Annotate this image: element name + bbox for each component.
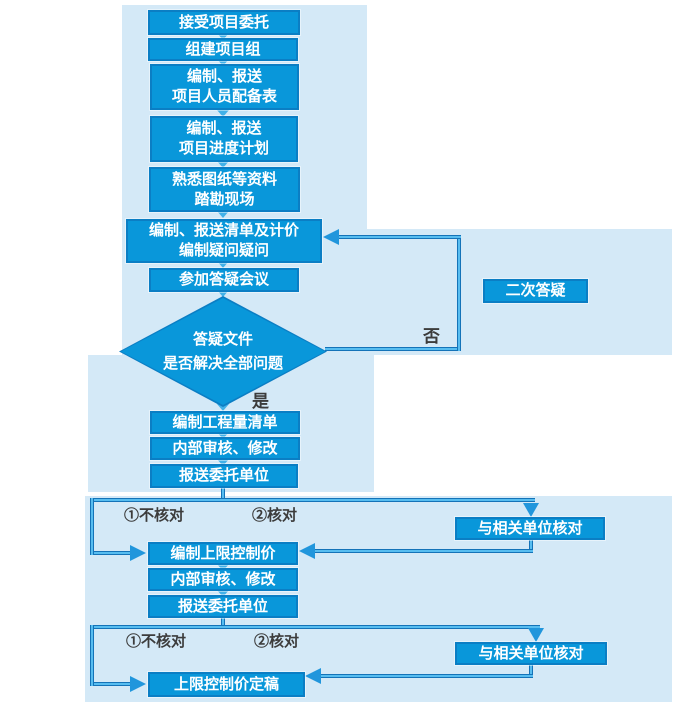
node-accept-commission: 接受项目委托 [148, 10, 300, 35]
branch1-left-vertical [90, 498, 94, 555]
arrow-down-icon [217, 33, 229, 40]
verify1-return-line [314, 549, 533, 553]
node-boq: 编制工程量清单 [150, 411, 300, 434]
node-schedule-plan: 编制、报送 项目进度计划 [150, 116, 298, 162]
arrow-down-icon [217, 459, 229, 466]
node-staffing-table: 编制、报送 项目人员配备表 [150, 64, 299, 110]
label-yes: 是 [252, 392, 269, 411]
arrow-down-icon [217, 110, 229, 117]
branch2-left-return-line [94, 682, 130, 686]
branch2-left-vertical [90, 625, 94, 686]
verify2-return-line [320, 674, 533, 678]
branch1-left-return-line [94, 551, 130, 555]
arrow-left-icon [299, 543, 315, 559]
node-internal-review-2: 内部审核、修改 [148, 568, 298, 591]
loop-no-bottom-line [325, 347, 461, 351]
arrow-left-icon [305, 668, 321, 684]
node-verify-related-2: 与相关单位核对 [455, 642, 607, 665]
node-prepare-checklist: 编制、报送清单及计价 编制疑问疑问 [126, 219, 322, 263]
decision-text: 答疑文件 是否解决全部问题 [121, 298, 325, 405]
arrow-down-icon [217, 404, 229, 411]
arrow-down-icon [528, 628, 544, 642]
node-second-qa: 二次答疑 [483, 279, 588, 303]
node-review-drawings: 熟悉图纸等资料 踏勘现场 [149, 167, 300, 212]
branch1-stub [221, 487, 225, 500]
arrow-down-icon [217, 161, 229, 168]
branch1-split-line [90, 498, 535, 502]
label-no: 否 [423, 327, 440, 346]
verify1-out-vertical [529, 540, 533, 553]
verify2-out-vertical [529, 665, 533, 678]
node-internal-review-1: 内部审核、修改 [150, 437, 300, 460]
branch2-stub [221, 618, 225, 627]
node-final-price: 上限控制价定稿 [148, 672, 305, 697]
node-ceiling-price: 编制上限控制价 [148, 542, 298, 565]
arrow-right-icon [130, 545, 146, 561]
arrow-down-icon [217, 432, 229, 439]
arrow-down-icon [217, 590, 229, 597]
loop-no-vertical-line [457, 236, 461, 351]
arrow-down-icon [217, 290, 229, 297]
branch2-split-line [90, 625, 540, 629]
arrow-down-icon [217, 261, 229, 268]
arrow-left-icon [323, 229, 339, 245]
node-form-team: 组建项目组 [148, 38, 298, 61]
label-branch1-not-verified: ①不核对 [124, 507, 185, 524]
node-submit-client-2: 报送委托单位 [148, 595, 298, 618]
label-branch1-verified: ②核对 [252, 507, 298, 524]
node-qa-meeting: 参加答疑会议 [149, 268, 299, 292]
arrow-right-icon [130, 676, 146, 692]
arrow-down-icon [217, 59, 229, 66]
node-verify-related-1: 与相关单位核对 [455, 517, 605, 540]
label-branch2-not-verified: ①不核对 [126, 633, 187, 650]
decision-qa-resolved: 答疑文件 是否解决全部问题 [119, 296, 327, 407]
arrow-down-icon [523, 503, 539, 517]
arrow-down-icon [217, 564, 229, 571]
label-branch2-verified: ②核对 [254, 633, 300, 650]
arrow-down-icon [217, 211, 229, 218]
loop-no-top-line [338, 235, 461, 239]
node-submit-client-1: 报送委托单位 [150, 464, 298, 488]
